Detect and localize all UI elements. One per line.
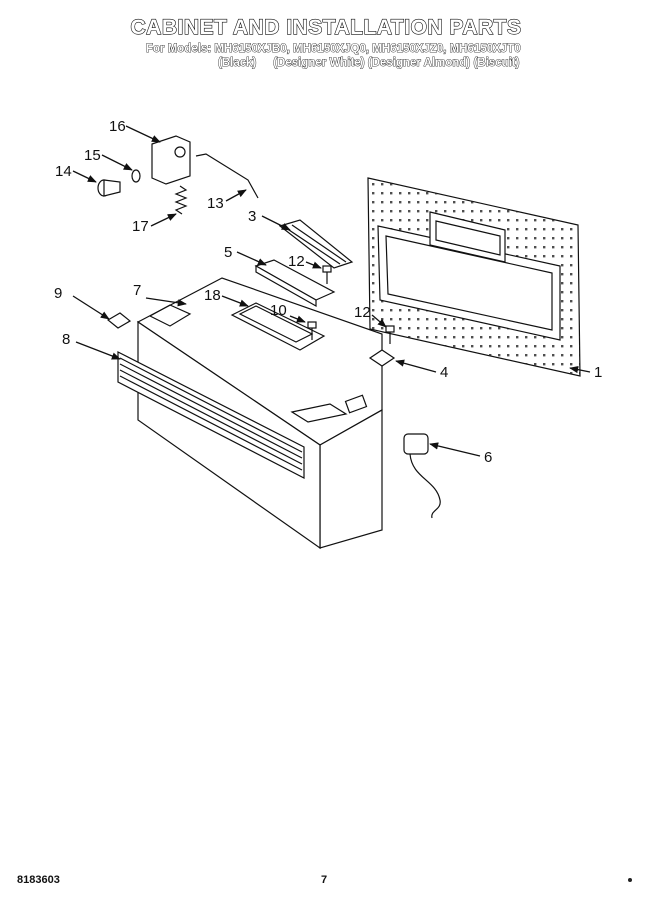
callout-8: 8	[62, 331, 70, 348]
model-number: MH6150XJQ0,	[293, 43, 370, 56]
callout-6: 6	[484, 449, 492, 466]
callout-16: 16	[109, 118, 126, 135]
model-numbers-row: For Models: MH6150XJB0, MH6150XJQ0, MH61…	[146, 42, 521, 56]
part-wire	[195, 153, 259, 199]
callout-10: 10	[270, 302, 287, 319]
callout-18: 18	[204, 287, 221, 304]
part-knob	[97, 169, 141, 197]
model-number: MH6150XJZ0,	[372, 43, 447, 56]
callout-13: 13	[207, 195, 224, 212]
page-number: 7	[321, 874, 328, 886]
model-color: (Black)	[218, 57, 257, 70]
model-color: (Biscuit)	[473, 57, 520, 70]
callout-1: 1	[594, 364, 602, 381]
callout-3: 3	[248, 208, 256, 225]
part-strip	[278, 219, 354, 269]
models-prefix: For Models:	[146, 43, 212, 56]
callout-12-lower: 12	[354, 304, 371, 321]
part-vent-grille	[117, 351, 305, 479]
callout-leaders	[72, 125, 591, 457]
callout-12-upper: 12	[288, 253, 305, 270]
corner-mark	[628, 878, 632, 882]
part-bracket	[254, 259, 336, 308]
callout-5: 5	[224, 244, 232, 261]
part-mounting-plate	[367, 177, 581, 377]
part-spring	[174, 185, 188, 215]
part-clip	[106, 312, 396, 367]
callout-17: 17	[132, 218, 149, 235]
callout-4: 4	[440, 364, 448, 381]
part-power-cord	[403, 433, 441, 519]
callout-15: 15	[84, 147, 101, 164]
part-screw	[307, 265, 395, 344]
model-color: (Designer Almond)	[367, 57, 471, 70]
page-title: CABINET AND INSTALLATION PARTS	[130, 15, 522, 39]
document-number: 8183603	[17, 874, 60, 886]
model-color: (Designer White)	[273, 57, 365, 70]
model-number: MH6150XJT0	[449, 43, 521, 56]
callout-7: 7	[133, 282, 141, 299]
callout-14: 14	[55, 163, 72, 180]
model-number: MH6150XJB0,	[214, 43, 290, 56]
model-list: For Models: MH6150XJB0, MH6150XJQ0, MH61…	[146, 42, 521, 70]
model-colors-row: (Black) (Designer White) (Designer Almon…	[146, 56, 521, 70]
callout-9: 9	[54, 285, 62, 302]
part-hinge-bracket	[151, 135, 191, 185]
